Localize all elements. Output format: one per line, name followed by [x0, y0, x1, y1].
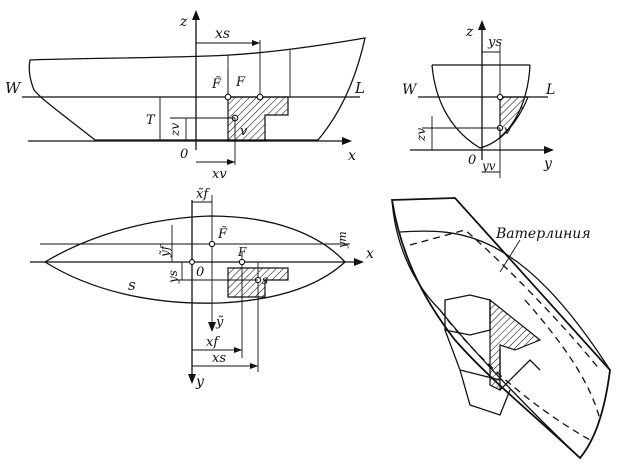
side-f-tilde-label: F̃ — [211, 76, 222, 92]
iso-block-hatched — [489, 298, 542, 391]
side-zv-label: zv — [168, 123, 182, 137]
plan-y-tilde-label: ỹ — [215, 315, 224, 330]
side-f-point — [256, 93, 264, 101]
plan-s-label: s — [262, 273, 268, 287]
plan-view: x̃f F̃ ỹf ym x ys 0 F s s ỹ xf xs y — [30, 187, 374, 390]
section-view: z ys W L zv v 0 yv y — [402, 20, 555, 178]
side-l-label: L — [354, 79, 365, 97]
iso-deck-edge — [399, 230, 611, 371]
iso-block-lower — [459, 359, 541, 416]
side-f-tilde-point — [224, 93, 232, 101]
plan-f-tilde-label: F̃ — [217, 226, 228, 242]
iso-waterline-leader — [499, 239, 521, 273]
section-v-label: v — [504, 123, 511, 137]
plan-area-label: s — [128, 276, 136, 294]
section-w-label: W — [402, 82, 418, 98]
side-w-label: W — [5, 79, 22, 97]
side-hull-outline — [28, 37, 366, 141]
section-y-label: y — [543, 156, 553, 172]
side-x-label: x — [348, 148, 356, 164]
side-f-label: F — [235, 75, 246, 90]
side-t-label: T — [146, 113, 156, 128]
iso-view: Ватерлиния — [390, 197, 611, 460]
plan-ys-label: ys — [166, 270, 180, 284]
section-yv-label: yv — [481, 159, 496, 173]
side-z-label: z — [179, 14, 188, 30]
iso-waterline-label: Ватерлиния — [495, 226, 591, 242]
plan-waterplane-outline — [43, 215, 346, 304]
side-v-label: v — [240, 124, 248, 139]
plan-f-point — [238, 258, 246, 266]
plan-yf-label: ỹf — [158, 243, 172, 258]
plan-f-label: F — [237, 245, 247, 259]
iso-section-dashed — [524, 299, 601, 421]
section-ys-label: ys — [487, 35, 502, 50]
side-hatched-area — [227, 96, 289, 142]
plan-x-label: x — [366, 246, 374, 262]
plan-xf-label: xf — [206, 335, 220, 350]
plan-xf-tilde-label: x̃f — [196, 187, 210, 202]
section-z-label: z — [465, 24, 474, 40]
section-l-label: L — [545, 82, 555, 98]
section-origin-label: 0 — [468, 153, 476, 168]
side-xv-label: xv — [212, 167, 227, 182]
side-z-axis-arrow — [192, 10, 200, 20]
section-f-point — [496, 93, 504, 101]
side-view: z xs W L F̃ F T zv v 0 xv x — [5, 10, 366, 182]
plan-xs-label: xs — [212, 351, 226, 366]
plan-y-label: y — [195, 374, 205, 390]
side-origin-label: 0 — [180, 147, 188, 162]
section-zv-label: zv — [414, 128, 428, 142]
plan-origin-point — [189, 259, 195, 265]
plan-ym-label: ym — [336, 231, 349, 249]
plan-origin-label: 0 — [196, 265, 204, 280]
iso-waterline-dashed — [409, 229, 601, 371]
iso-hull-outer — [390, 197, 611, 460]
side-x-axis-arrow — [342, 137, 352, 145]
plan-f-tilde-point — [208, 240, 216, 248]
side-xs-label: xs — [215, 26, 230, 42]
